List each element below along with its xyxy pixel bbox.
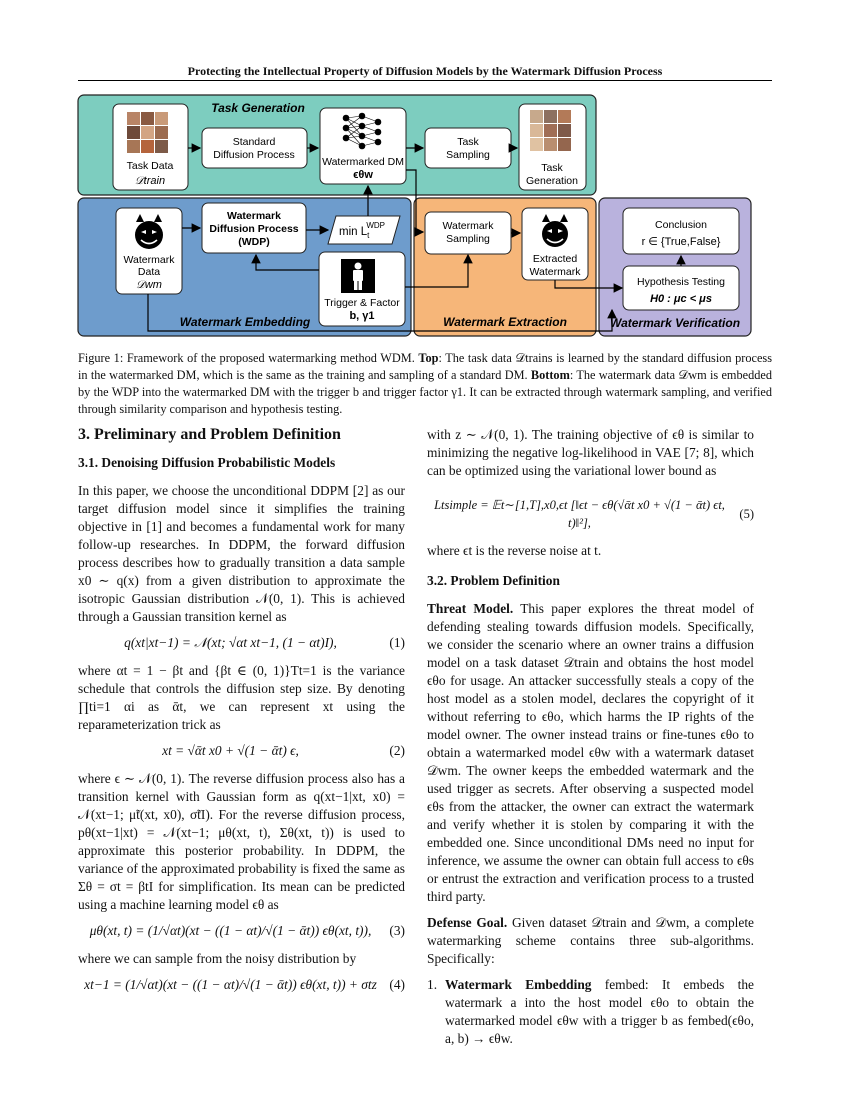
conclusion-label: Conclusion: [655, 219, 707, 231]
hypothesis-formula: H0 : μc < μs: [650, 293, 712, 305]
task-sampling-label-1: Task: [457, 136, 479, 148]
figure-caption: Figure 1: Framework of the proposed wate…: [78, 350, 772, 418]
watermarked-dm-symbol: ϵθw: [353, 169, 373, 181]
task-sampling-box: [424, 127, 512, 169]
person-icon: [353, 262, 363, 290]
subsection-3-1-title: 3.1. Denoising Diffusion Probabilistic M…: [78, 455, 336, 470]
watermark-sampling-label-2: Sampling: [446, 233, 490, 245]
framework-figure: Task Generation Watermark Embedding Wate…: [77, 94, 752, 337]
caption-label: Figure 1:: [78, 351, 124, 365]
task-generation-label-1: Task: [541, 162, 563, 174]
equation-3-number: (3): [389, 923, 405, 938]
equation-4: xt−1 = (1/√αt)(xt − ((1 − αt)/√(1 − ᾱt))…: [78, 976, 405, 994]
task-data-label: Task Data: [127, 160, 174, 172]
equation-2: xt = √ᾱt x0 + √(1 − ᾱt) ϵ, (2): [78, 742, 405, 760]
caption-bottom-label: Bottom: [530, 368, 570, 382]
standard-diffusion-box: [201, 127, 308, 169]
task-data-symbol: 𝒟train: [135, 175, 165, 187]
left-column: 3. Preliminary and Problem Definition 3.…: [78, 426, 405, 1004]
equation-1-body: q(xt|xt−1) = 𝒩(xt; √αt xt−1, (1 − αt)I),: [124, 635, 337, 650]
caption-top-text: : The task data 𝒟trains is learned by th…: [78, 351, 772, 382]
wdp-label-3: (WDP): [238, 236, 270, 248]
ddpm-paragraph-2: where αt = 1 − βt and {βt ∈ (0, 1)}Tt=1 …: [78, 663, 405, 732]
watermark-extraction-title: Watermark Extraction: [443, 315, 567, 329]
hypothesis-label: Hypothesis Testing: [637, 276, 725, 288]
standard-diffusion-label-2: Diffusion Process: [213, 149, 295, 161]
watermarked-dm-label: Watermarked DM: [322, 156, 404, 168]
min-loss-shape: [327, 215, 401, 245]
extracted-devil-icon: [542, 214, 568, 247]
trigger-symbol: b, γ1: [349, 310, 374, 322]
wdp-label-1: Watermark: [227, 210, 281, 222]
subsection-3-2-title: 3.2. Problem Definition: [427, 573, 560, 588]
trigger-label: Trigger & Factor: [324, 297, 400, 309]
equation-2-body: xt = √ᾱt x0 + √(1 − ᾱt) ϵ,: [162, 743, 299, 758]
equation-1-number: (1): [389, 635, 405, 650]
equation-5-body: Ltsimple = 𝔼t∼[1,T],x0,ϵt [‖ϵt − ϵθ(√ᾱt …: [434, 498, 725, 530]
wdp-box: [201, 202, 307, 254]
watermark-data-symbol: 𝒟wm: [136, 279, 162, 291]
equation-5: Ltsimple = 𝔼t∼[1,T],x0,ϵt [‖ϵt − ϵθ(√ᾱt …: [427, 496, 754, 532]
threat-model-text: This paper explores the threat model of …: [427, 601, 754, 904]
wdp-label-2: Diffusion Process: [209, 223, 298, 235]
list-item-text: fembed: It embeds the watermark a into t…: [445, 977, 754, 1046]
list-item: 1. Watermark Embedding fembed: It embeds…: [427, 976, 754, 1048]
extracted-label-1: Extracted: [533, 253, 578, 265]
watermark-data-label-2: Data: [138, 266, 160, 278]
running-title: Protecting the Intellectual Property of …: [187, 64, 663, 78]
ddpm-paragraph-4: where we can sample from the noisy distr…: [78, 951, 357, 966]
section-title: 3. Preliminary and Problem Definition: [78, 426, 341, 443]
watermark-embedding-title: Watermark Embedding: [180, 315, 311, 329]
neural-network-icon: [342, 112, 382, 150]
watermark-data-box: [115, 207, 183, 295]
defense-goal-paragraph: Defense Goal. Given dataset 𝒟train and 𝒟…: [427, 914, 754, 968]
equation-1: q(xt|xt−1) = 𝒩(xt; √αt xt−1, (1 − αt)I),…: [78, 634, 405, 652]
extracted-label-2: Watermark: [530, 266, 582, 278]
standard-diffusion-label-1: Standard: [233, 136, 276, 148]
ddpm-paragraph-1: In this paper, we choose the uncondition…: [78, 483, 405, 624]
task-data-image-grid: [127, 112, 168, 153]
defense-goal-text: Given dataset 𝒟train and 𝒟wm, a complete…: [427, 915, 754, 966]
objective-paragraph: with z ∼ 𝒩(0, 1). The training objective…: [427, 427, 754, 478]
threat-model-label: Threat Model.: [427, 601, 514, 616]
conclusion-box: [622, 207, 740, 255]
ddpm-paragraph-3: where ϵ ∼ 𝒩(0, 1). The reverse diffusion…: [78, 771, 405, 912]
watermark-verification-title: Watermark Verification: [610, 316, 740, 330]
conclusion-formula: r ∈ {True,False}: [642, 236, 721, 248]
list-item-number: 1.: [427, 977, 438, 992]
threat-model-paragraph: Threat Model. This paper explores the th…: [427, 600, 754, 906]
min-loss-label: min LtWDP: [339, 221, 385, 240]
caption-text: Framework of the proposed watermarking m…: [123, 351, 419, 365]
task-generation-title: Task Generation: [211, 101, 305, 115]
caption-bottom-text: : The watermark data 𝒟wm is embedded by …: [78, 368, 772, 416]
generated-image-grid: [530, 110, 571, 151]
defense-goal-label: Defense Goal.: [427, 915, 508, 930]
task-sampling-label-2: Sampling: [446, 149, 490, 161]
equation-5-number: (5): [739, 507, 754, 521]
task-generation-label-2: Generation: [526, 175, 578, 187]
list-item-label: Watermark Embedding: [445, 977, 592, 992]
watermark-data-label-1: Watermark: [124, 254, 176, 266]
header-rule: [78, 80, 772, 81]
equation-4-number: (4): [389, 977, 405, 992]
equation-2-number: (2): [389, 743, 405, 758]
watermark-sampling-label-1: Watermark: [443, 220, 495, 232]
caption-top-label: Top: [418, 351, 439, 365]
equation-4-body: xt−1 = (1/√αt)(xt − ((1 − αt)/√(1 − ᾱt))…: [84, 977, 377, 992]
equation-3-body: μθ(xt, t) = (1/√αt)(xt − ((1 − αt)/√(1 −…: [89, 923, 372, 938]
equation-3: μθ(xt, t) = (1/√αt)(xt − ((1 − αt)/√(1 −…: [78, 922, 405, 940]
list-item-content: Watermark Embedding fembed: It embeds th…: [445, 976, 754, 1048]
devil-face-icon: [135, 214, 163, 249]
right-column: with z ∼ 𝒩(0, 1). The training objective…: [427, 426, 754, 1048]
noise-paragraph: where ϵt is the reverse noise at t.: [427, 543, 602, 558]
